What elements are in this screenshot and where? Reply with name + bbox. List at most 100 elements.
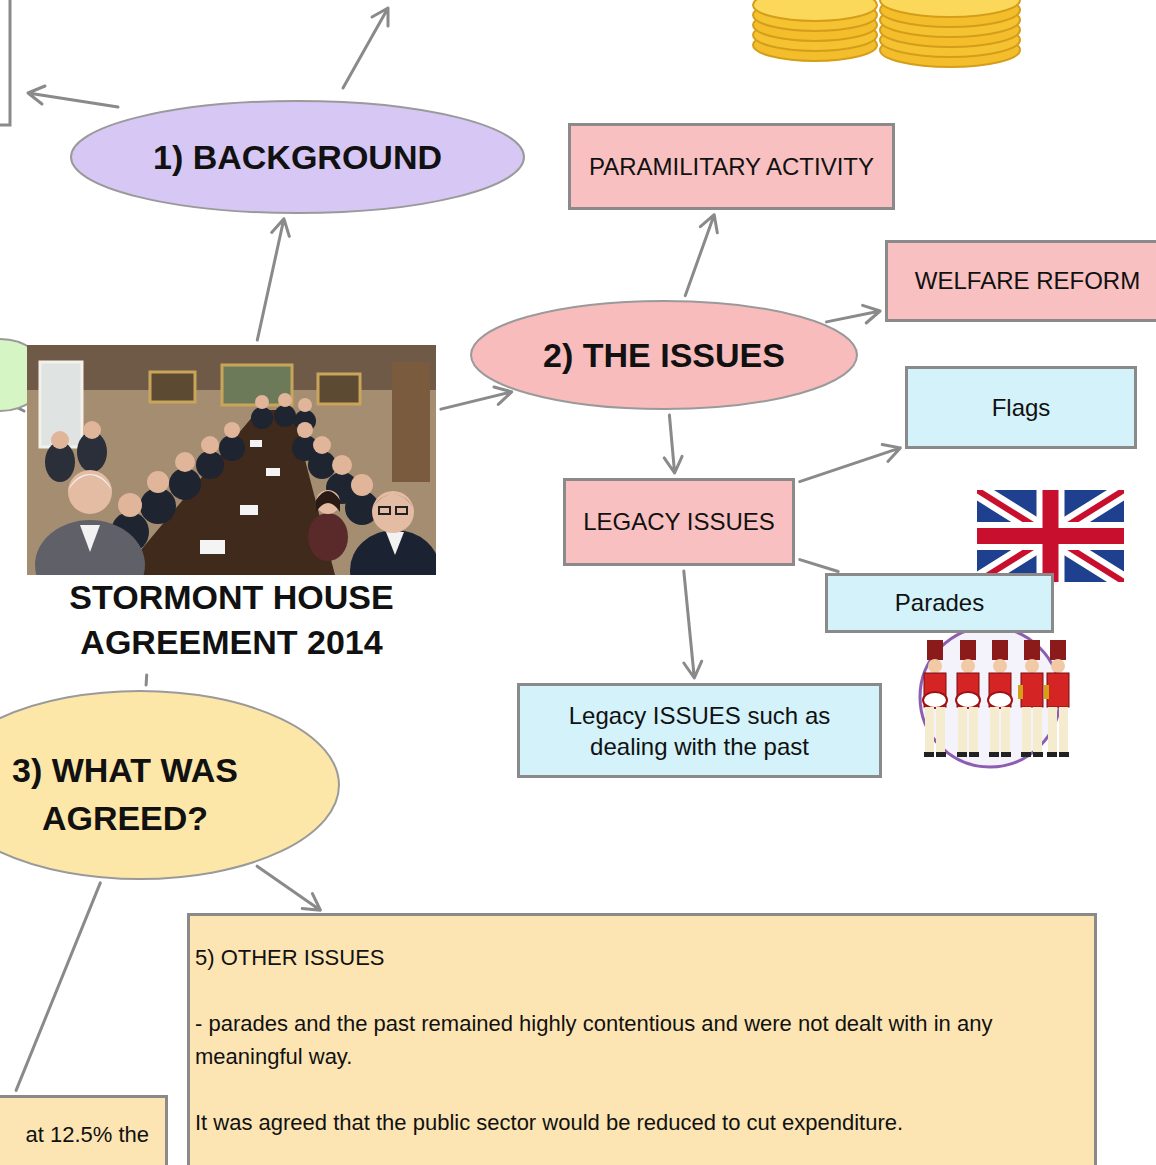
meeting-photo-part — [80, 525, 100, 552]
meeting-photo-part — [316, 491, 340, 512]
union-flag-icon-part-part — [977, 490, 1124, 582]
meeting-photo-part — [386, 532, 404, 555]
marching-band-icon-part-part — [1025, 659, 1039, 673]
marching-band-icon-part-part — [1033, 707, 1042, 752]
meeting-photo-part — [175, 452, 195, 472]
marching-band-icon-part-part — [928, 659, 942, 673]
meeting-photo-part — [278, 393, 292, 407]
meeting-photo-part — [35, 520, 145, 575]
meeting-photo-part — [196, 451, 224, 479]
connector-arrow — [800, 445, 901, 482]
marching-band-icon-part-part — [969, 752, 979, 757]
meeting-photo-part — [332, 455, 352, 475]
connector-arrow — [257, 219, 289, 340]
meeting-photo-part — [118, 493, 142, 517]
sub-issue-label: Flags — [992, 394, 1051, 422]
marching-band-icon-part-part — [958, 707, 967, 752]
meeting-photo-part — [219, 435, 245, 461]
meeting-photo-part — [351, 474, 373, 496]
sub-issue-label: Parades — [895, 589, 984, 617]
marching-band-icon-part-part — [1050, 640, 1066, 660]
marching-band-icon-part-part — [989, 673, 1011, 707]
meeting-photo-part — [316, 490, 340, 514]
meeting-photo-part — [68, 474, 112, 490]
issue-label: PARAMILITARY ACTIVITY — [589, 153, 874, 181]
connector-arrow — [664, 415, 682, 473]
coins-icon-part — [880, 0, 1020, 17]
marching-band-icon-part-part — [1047, 752, 1057, 757]
marching-band-icon-part-part — [923, 692, 947, 708]
marching-band-icon-part-part — [1022, 707, 1031, 752]
cropped-box — [0, 0, 10, 125]
meeting-photo-part — [240, 505, 258, 515]
ellipse-shape — [0, 691, 339, 879]
union-flag-icon-part-part — [977, 490, 1124, 582]
marching-band-icon-part-part — [993, 659, 1007, 673]
connector-arrow — [145, 675, 149, 685]
meeting-photo-part — [298, 398, 312, 412]
union-flag-icon-part-part — [977, 490, 1124, 582]
issue-box: PARAMILITARY ACTIVITY — [568, 123, 895, 210]
topic-ellipse: 1) BACKGROUND — [70, 100, 525, 214]
marching-band-icon-part-part — [960, 640, 976, 660]
marching-band-icon-part-part — [956, 692, 980, 708]
coins-icon-part — [753, 0, 877, 21]
meeting-photo-part — [396, 507, 407, 514]
meeting-photo-part — [224, 422, 240, 438]
connector-arrow — [257, 866, 320, 910]
meeting-photo-part — [379, 507, 390, 514]
marching-band-icon-part-part — [1051, 659, 1065, 673]
meeting-photo-part — [251, 407, 273, 429]
topic-ellipse: 2) THE ISSUES — [470, 300, 858, 410]
meeting-photo-part — [147, 471, 169, 493]
notes-text: at 12.5% the — [0, 1120, 149, 1150]
marching-band-icon-part-part — [1024, 640, 1040, 660]
marching-band-icon-part — [1044, 640, 1069, 757]
connector-arrow — [685, 215, 717, 296]
connector-arrow — [684, 571, 702, 678]
meeting-photo-part — [255, 395, 269, 409]
ellipse-shape — [471, 301, 857, 409]
meeting-photo-part — [140, 488, 176, 524]
coins-icon — [753, 0, 1020, 67]
union-flag-icon-part — [977, 490, 1124, 582]
topic-title: 2) THE ISSUES — [543, 336, 785, 375]
meeting-photo-part — [51, 431, 69, 449]
photo-caption: STORMONT HOUSE AGREEMENT 2014 — [27, 575, 436, 665]
marching-band-icon-part — [956, 640, 980, 757]
marching-band-icon-part-part — [1059, 707, 1068, 752]
marching-band-icon-part-part — [961, 659, 975, 673]
topic-title: 1) BACKGROUND — [153, 138, 442, 177]
marching-band-icon-part-part — [957, 673, 979, 707]
union-flag-icon-part-part — [977, 490, 1124, 582]
sub-issue-box: Parades — [825, 573, 1054, 633]
marching-band-icon-part-part — [1044, 685, 1049, 699]
marching-band-icon-part-part — [925, 707, 934, 752]
notes-text: It was agreed that the public sector wou… — [195, 1106, 1086, 1139]
meeting-photo-part — [350, 530, 436, 575]
marching-band-icon-part-part — [988, 692, 1012, 708]
meeting-photo — [27, 345, 436, 575]
leader-arrow-part — [28, 86, 118, 107]
meeting-photo-part — [318, 374, 360, 404]
topic-ellipse: 3) WHAT WAS AGREED? — [0, 690, 340, 880]
sub-issue-label: Legacy ISSUES such as dealing with the p… — [555, 700, 845, 762]
meeting-photo-part — [200, 540, 225, 554]
meeting-photo-part — [83, 421, 101, 439]
meeting-photo-part — [372, 491, 414, 533]
marching-band-icon-part-part — [1033, 752, 1043, 757]
marching-band-icon-part-part — [969, 707, 978, 752]
marching-band-icon-part-part — [1021, 752, 1031, 757]
ellipse-shape — [71, 101, 524, 213]
marching-band-icon-part-part — [1018, 685, 1023, 699]
marching-band-icon-part-part — [1001, 752, 1011, 757]
marching-band-icon-part-part — [1047, 673, 1069, 707]
union-flag-icon-part-part — [977, 490, 1124, 582]
connector-arrow — [800, 560, 838, 572]
issue-label: WELFARE REFORM — [915, 267, 1140, 295]
leader-arrow-part — [343, 8, 388, 88]
union-flag-icon — [977, 490, 1124, 582]
marching-band-icon-part-part — [992, 640, 1008, 660]
meeting-photo-part — [68, 470, 112, 514]
